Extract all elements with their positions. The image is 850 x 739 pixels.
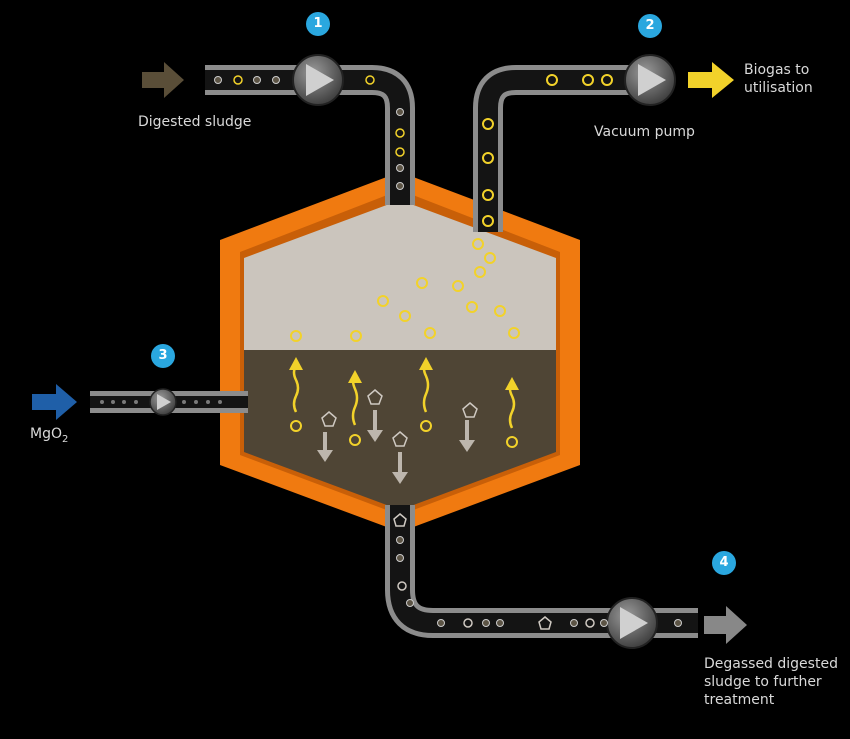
- sludge-zone: [244, 350, 556, 510]
- biogas-label-line2: utilisation: [744, 80, 813, 96]
- gas-headspace: [244, 200, 556, 350]
- step-badge-2: 2: [638, 14, 662, 38]
- degassed-label-line1: Degassed digested: [704, 656, 838, 672]
- sludge-outlet-arrow: [704, 606, 747, 644]
- rising-gas-arrows: [289, 357, 519, 448]
- step-badge-3: 3: [151, 344, 175, 368]
- sludge-inlet-arrow: [142, 62, 184, 98]
- degassed-label-line3: treatment: [704, 692, 775, 708]
- degassed-label-line2: sludge to further: [704, 674, 822, 690]
- step-badge-1: 1: [306, 12, 330, 36]
- biogas-outlet-arrow: [688, 62, 734, 98]
- biogas-pipe: [473, 65, 640, 232]
- settling-precipitate: [317, 389, 478, 484]
- inlet-particles: [214, 75, 405, 190]
- biogas-label-line1: Biogas to: [744, 62, 810, 78]
- mgo2-label-subscript: 2: [62, 433, 69, 445]
- headspace-bubbles: [290, 238, 520, 342]
- mgo2-inlet-arrow: [32, 384, 77, 420]
- outlet-pipe: [385, 505, 698, 638]
- vacuum-pump-icon: [624, 54, 676, 106]
- outlet-particles: [393, 513, 682, 630]
- pump-icon: [292, 54, 344, 106]
- dosing-pump-icon: [149, 388, 177, 416]
- outlet-pump-icon: [606, 597, 658, 649]
- digested-sludge-label: Digested sludge: [138, 114, 252, 130]
- mgo2-label: MgO2: [30, 426, 68, 448]
- biogas-bubbles: [482, 74, 613, 227]
- mgo2-particles: [100, 400, 222, 404]
- step-badge-4: 4: [712, 551, 736, 575]
- inlet-pipe: [205, 65, 415, 205]
- vacuum-pump-label: Vacuum pump: [594, 124, 695, 140]
- mgo2-label-main: MgO: [30, 426, 62, 442]
